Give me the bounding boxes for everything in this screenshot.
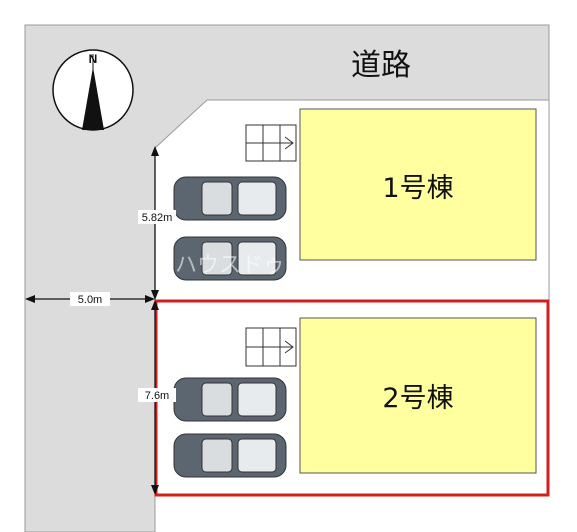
car-icon [173,236,287,281]
car-icon [173,433,287,478]
entrance-1-icon [245,124,297,162]
north-arrow-icon: N [52,49,134,131]
building-1 [299,108,537,261]
building-1-label: 1号棟 [382,173,453,204]
dim-bg [138,210,176,224]
north-label: N [89,52,98,66]
dim-bg [70,292,110,306]
lot1-depth-label: 5.82m [142,212,173,224]
dim-bg [138,388,176,402]
car-icon [173,176,287,221]
building-2-label: 2号棟 [382,383,453,414]
car-icon [173,377,287,422]
road-width-label: 5.0m [78,294,102,306]
entrance-2-icon [245,327,297,367]
lot2-depth-label: 7.6m [145,390,169,402]
building-2 [299,317,537,474]
road-label: 道路 [351,48,411,83]
watermark: ハウスドゥ [175,253,285,278]
